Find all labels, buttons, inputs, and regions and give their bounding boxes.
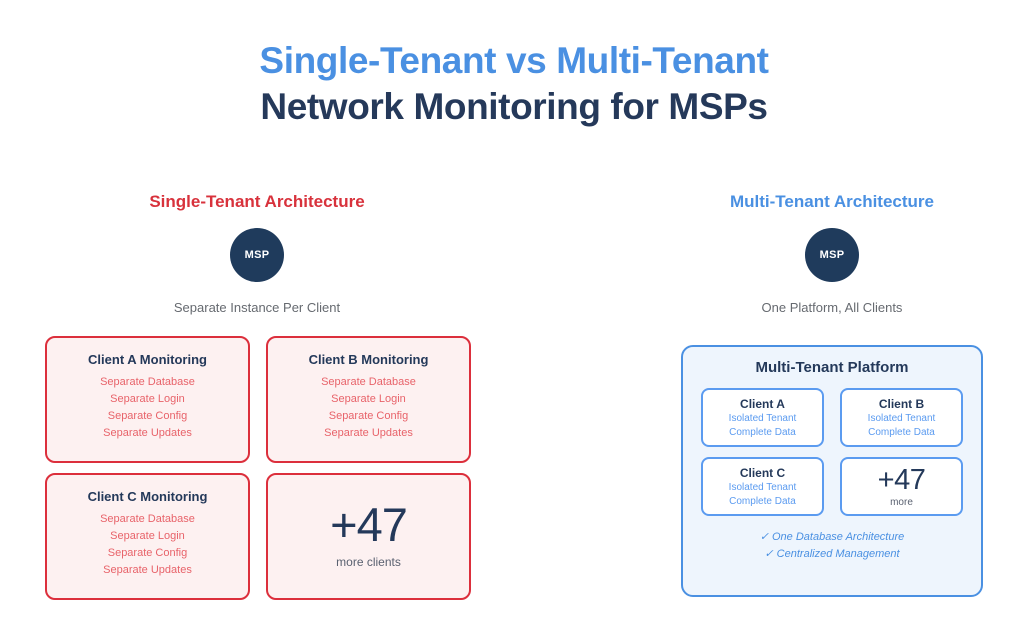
tenant-card-line: Complete Data (729, 495, 796, 507)
multi-tenant-msp-wrap: MSP (672, 228, 992, 282)
overflow-tenants-card: +47 more (840, 457, 963, 516)
overflow-clients-card: +47 more clients (266, 473, 471, 600)
list-item: Separate Updates (103, 564, 192, 576)
tenant-card-line: Isolated Tenant (728, 481, 797, 493)
single-tenant-card-grid: Client A Monitoring Separate Database Se… (45, 336, 471, 600)
client-card: Client B Monitoring Separate Database Se… (266, 336, 471, 463)
page-title: Single-Tenant vs Multi-Tenant Network Mo… (0, 38, 1028, 130)
title-line-2: Network Monitoring for MSPs (260, 86, 768, 127)
multi-tenant-column-header: Multi-Tenant Architecture MSP One Platfo… (672, 190, 992, 317)
msp-circle-icon: MSP (230, 228, 284, 282)
list-item: Separate Login (110, 393, 185, 405)
list-item: Separate Updates (103, 427, 192, 439)
platform-benefits: ✓ One Database Architecture ✓ Centralize… (701, 529, 963, 563)
msp-circle-icon: MSP (805, 228, 859, 282)
tenant-card-line: Isolated Tenant (728, 412, 797, 424)
single-tenant-subtitle: Separate Instance Per Client (173, 300, 341, 315)
list-item: Separate Config (107, 410, 188, 422)
client-card-title: Client C Monitoring (87, 489, 208, 504)
tenant-card-line: Complete Data (729, 426, 796, 438)
client-card-list: Separate Database Separate Login Separat… (100, 374, 195, 442)
client-card-title: Client A Monitoring (88, 352, 207, 367)
tenant-card-title: Client A (740, 396, 785, 411)
multi-tenant-heading: Multi-Tenant Architecture (729, 192, 934, 211)
list-item: Separate Config (328, 410, 409, 422)
single-tenant-heading: Single-Tenant Architecture (149, 192, 365, 211)
list-item: Separate Login (110, 530, 185, 542)
client-card-list: Separate Database Separate Login Separat… (100, 511, 195, 579)
tenant-card-line: Complete Data (868, 426, 935, 438)
overflow-label: more (890, 496, 913, 508)
client-card-list: Separate Database Separate Login Separat… (321, 374, 416, 442)
list-item: Separate Updates (324, 427, 413, 439)
list-item: Separate Config (107, 547, 188, 559)
tenant-card-grid: Client A Isolated Tenant Complete Data C… (701, 388, 963, 516)
benefit-line: ✓ Centralized Management (764, 548, 900, 560)
overflow-count: +47 (877, 463, 926, 496)
tenant-card-title: Client C (739, 465, 786, 480)
list-item: Separate Database (100, 513, 195, 525)
list-item: Separate Database (100, 376, 195, 388)
tenant-card: Client B Isolated Tenant Complete Data (840, 388, 963, 447)
single-tenant-column-header: Single-Tenant Architecture MSP Separate … (22, 190, 492, 317)
client-card: Client C Monitoring Separate Database Se… (45, 473, 250, 600)
client-card-title: Client B Monitoring (308, 352, 429, 367)
client-card: Client A Monitoring Separate Database Se… (45, 336, 250, 463)
list-item: Separate Login (331, 393, 406, 405)
tenant-card: Client A Isolated Tenant Complete Data (701, 388, 824, 447)
tenant-card-line: Isolated Tenant (867, 412, 936, 424)
tenant-card: Client C Isolated Tenant Complete Data (701, 457, 824, 516)
multi-tenant-platform-box: Multi-Tenant Platform Client A Isolated … (681, 345, 983, 597)
title-line-1: Single-Tenant vs Multi-Tenant (259, 40, 769, 81)
overflow-label: more clients (336, 554, 401, 569)
platform-title: Multi-Tenant Platform (755, 359, 909, 376)
benefit-line: ✓ One Database Architecture (759, 531, 905, 543)
tenant-card-title: Client B (878, 396, 925, 411)
multi-tenant-subtitle: One Platform, All Clients (761, 300, 903, 315)
single-tenant-msp-wrap: MSP (22, 228, 492, 282)
list-item: Separate Database (321, 376, 416, 388)
overflow-count: +47 (330, 497, 408, 551)
